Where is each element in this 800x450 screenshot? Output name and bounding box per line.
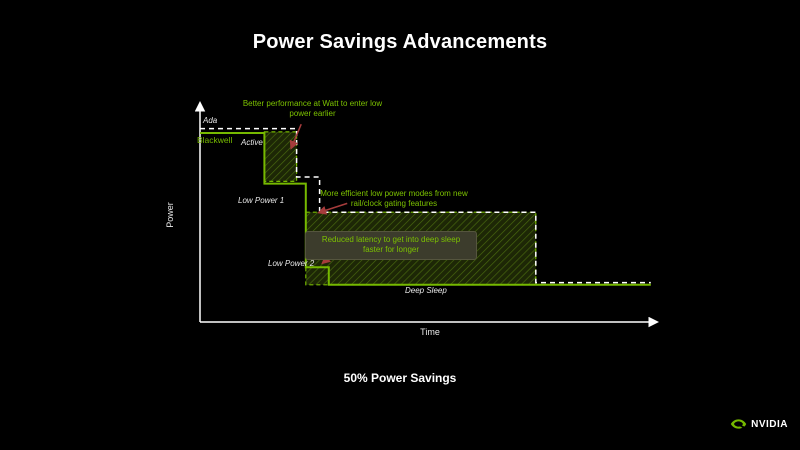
series-label-blackwell: Blackwell <box>197 135 233 145</box>
annotation-arrow <box>317 202 348 215</box>
slide-title: Power Savings Advancements <box>252 31 548 53</box>
series-label-ada: Ada <box>203 116 218 125</box>
state-label-active: Active <box>241 138 263 147</box>
series-line-blackwell <box>200 132 651 286</box>
series-line-ada <box>200 127 651 284</box>
power-savings-region <box>263 131 298 183</box>
annotation-better-performance: Better performance at Watt to enter low … <box>242 99 383 119</box>
nvidia-wordmark: NVIDIA <box>751 418 788 430</box>
nvidia-logo: NVIDIA <box>730 418 788 430</box>
nvidia-eye-icon <box>730 419 747 429</box>
power-step-chart <box>194 101 659 328</box>
y-axis-label: Power <box>165 202 175 228</box>
x-axis-label: Time <box>420 327 440 337</box>
annotation-efficient-low-power: More efficient low power modes from new … <box>320 189 468 209</box>
annotation-arrow <box>289 123 302 150</box>
annotation-reduced-latency: Reduced latency to get into deep sleep f… <box>305 231 477 260</box>
savings-summary: 50% Power Savings <box>343 371 457 385</box>
state-label-low-power-2: Low Power 2 <box>268 259 315 268</box>
chart-area <box>190 92 670 332</box>
state-label-low-power-1: Low Power 1 <box>238 196 285 205</box>
state-label-deep-sleep: Deep Sleep <box>405 286 447 295</box>
